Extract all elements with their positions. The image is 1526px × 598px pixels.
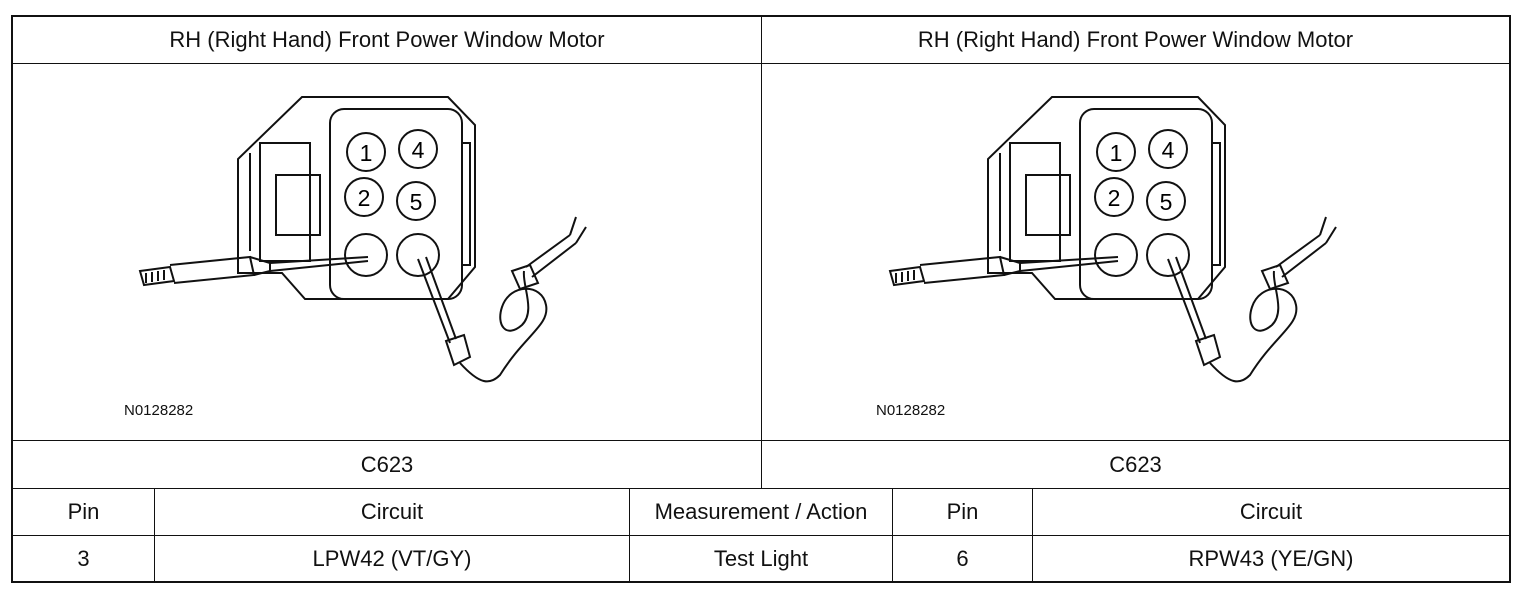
pin-1-circle [1096, 132, 1136, 172]
pin-4-circle [398, 129, 438, 169]
header-pin-right: Pin [946, 499, 979, 524]
right-connector-diagram: 1 4 2 5 [888, 96, 1337, 383]
divider-col-2 [629, 488, 630, 583]
left-connector-diagram: 1 4 2 5 [138, 96, 587, 383]
test-probe-left [888, 255, 1119, 287]
pin-4-circle [1148, 129, 1188, 169]
pin-label-2: 2 [358, 185, 371, 211]
divider-col-4 [1032, 488, 1033, 583]
pin-label-5: 5 [1160, 189, 1173, 215]
pin-5-circle [396, 181, 436, 221]
right-panel-title: RH (Right Hand) Front Power Window Motor [917, 27, 1354, 52]
pin-3-circle [1094, 233, 1138, 277]
pin-label-4: 4 [412, 137, 425, 163]
connector-latch [259, 142, 311, 262]
divider-col-3 [892, 488, 893, 583]
header-pin-left: Pin [67, 499, 100, 524]
left-panel-title: RH (Right Hand) Front Power Window Motor [169, 27, 605, 52]
pin-1-circle [346, 132, 386, 172]
test-probe-left [138, 255, 369, 287]
pin-label-5: 5 [410, 189, 423, 215]
header-circuit-right: Circuit [1239, 499, 1303, 524]
pin-5-circle [1146, 181, 1186, 221]
pin-label-1: 1 [1110, 140, 1123, 166]
connector-latch [1009, 142, 1061, 262]
cell-circuit-right: RPW43 (YE/GN) [1188, 545, 1354, 571]
latch-inner [1025, 174, 1071, 236]
right-figure-code: N0128282 [876, 402, 946, 419]
test-light-probe [1167, 216, 1337, 383]
pin-3-circle [344, 233, 388, 277]
left-figure-code: N0128282 [124, 402, 194, 419]
divider-panels [761, 15, 762, 489]
cell-pin-left: 3 [77, 545, 90, 571]
cell-measurement: Test Light [713, 545, 809, 571]
pin-6-circle [1146, 233, 1190, 277]
cell-pin-right: 6 [956, 545, 969, 571]
connector-housing [987, 96, 1226, 300]
cell-circuit-left: LPW42 (VT/GY) [312, 545, 472, 571]
pin-2-circle [1094, 177, 1134, 217]
latch-inner [275, 174, 321, 236]
pin-label-1: 1 [360, 140, 373, 166]
pin-6-circle [396, 233, 440, 277]
pin-label-2: 2 [1108, 185, 1121, 211]
divider-col-1 [154, 488, 155, 583]
pin-label-4: 4 [1162, 137, 1175, 163]
header-circuit-left: Circuit [360, 499, 424, 524]
test-light-probe [417, 216, 587, 383]
divider-under-headers [11, 535, 1511, 536]
pin-block [1079, 108, 1213, 300]
header-measurement: Measurement / Action [654, 499, 868, 524]
connector-housing [237, 96, 476, 300]
pin-block [329, 108, 463, 300]
left-connector-label: C623 [360, 451, 414, 477]
right-connector-label: C623 [1109, 451, 1162, 477]
pin-2-circle [344, 177, 384, 217]
